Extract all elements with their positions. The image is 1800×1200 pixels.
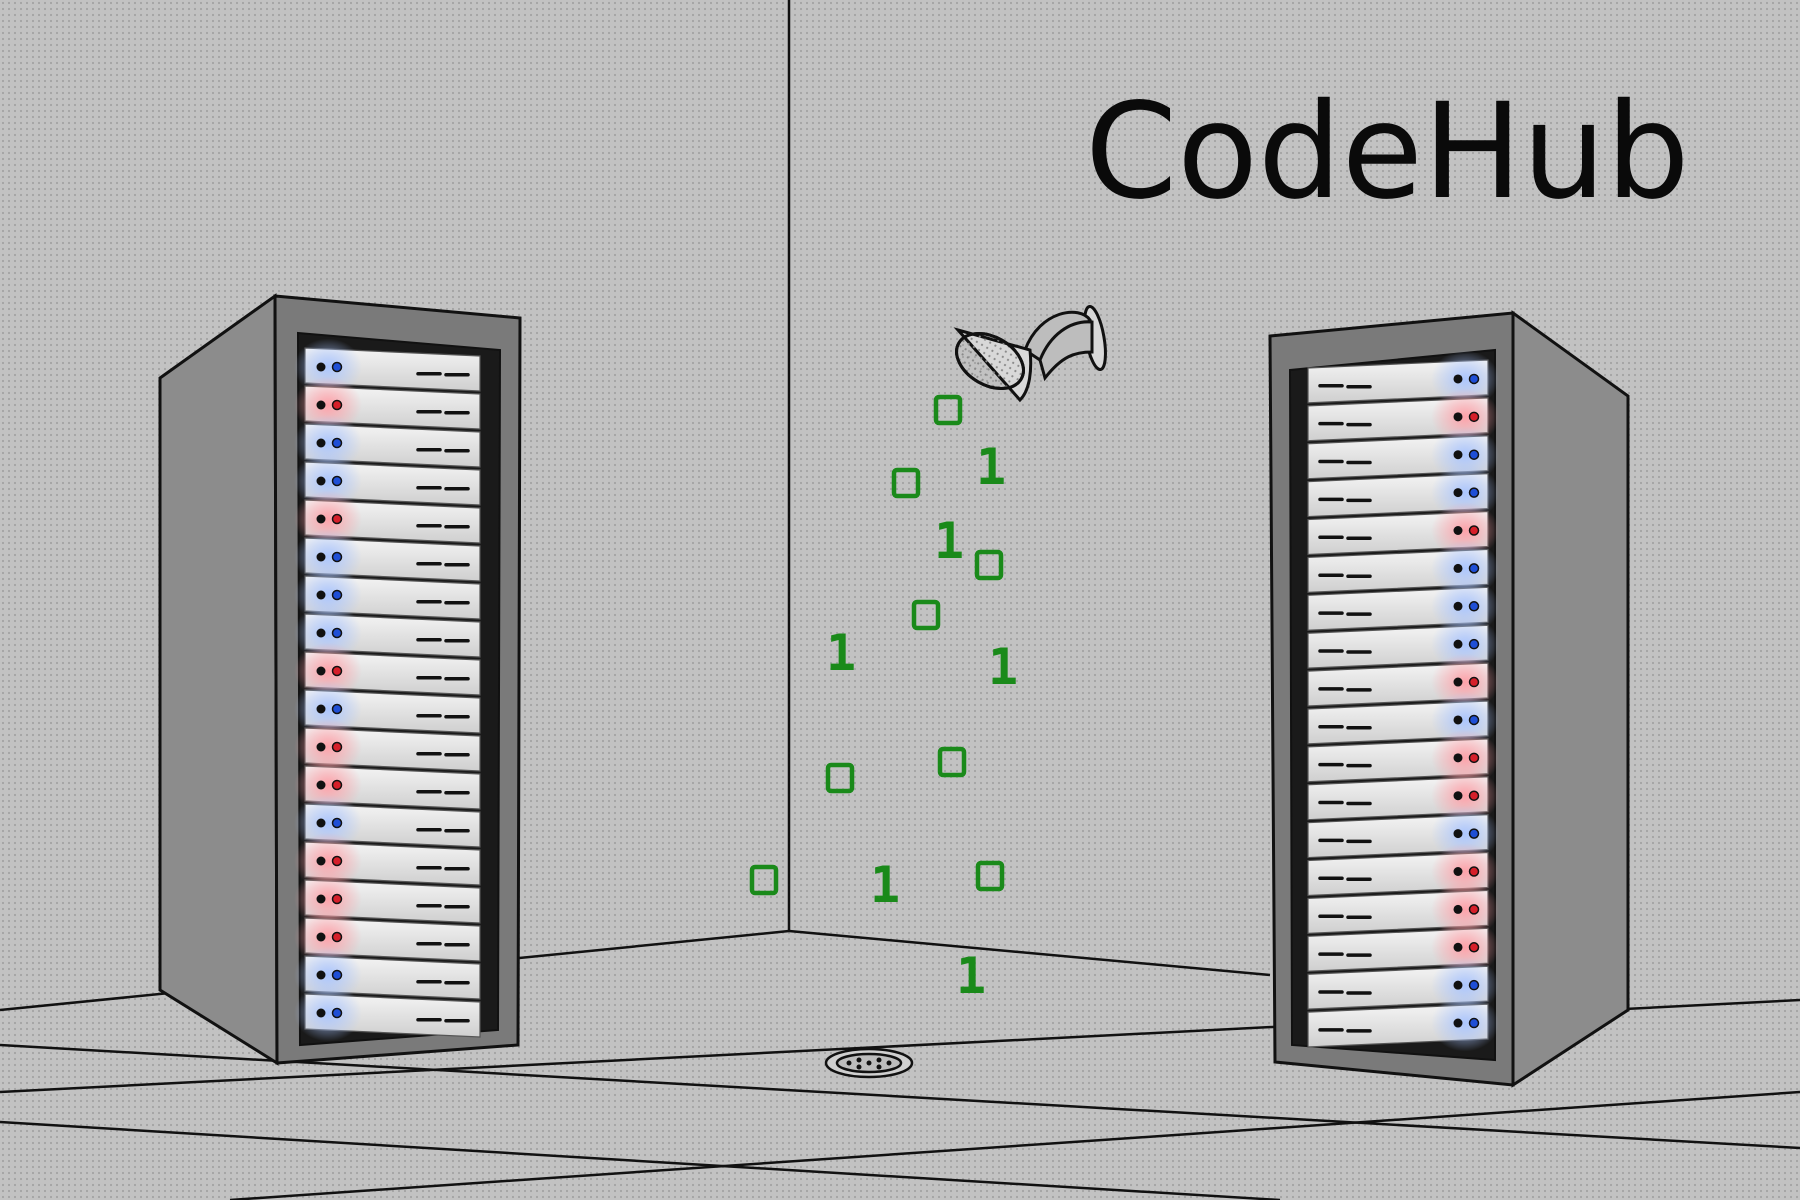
server-unit xyxy=(294,984,481,1042)
binary-one: 1 xyxy=(826,624,856,682)
binary-one: 1 xyxy=(870,856,900,914)
binary-zero xyxy=(911,599,941,631)
server-rack-left xyxy=(158,293,522,1066)
server-unit xyxy=(1307,994,1499,1052)
binary-one: 1 xyxy=(934,512,964,570)
binary-zero xyxy=(825,762,855,794)
binary-zero xyxy=(937,746,967,778)
binary-one: 1 xyxy=(976,438,1006,496)
server-rack-right xyxy=(1268,310,1630,1088)
binary-zero xyxy=(891,467,921,499)
floor-drain-icon xyxy=(824,1047,914,1079)
binary-one: 1 xyxy=(988,638,1018,696)
binary-zero xyxy=(974,549,1004,581)
shower-head-icon xyxy=(953,304,1107,403)
binary-zero xyxy=(933,394,963,426)
server-unit xyxy=(1307,350,1499,408)
binary-zero xyxy=(749,864,779,896)
binary-one: 1 xyxy=(956,947,986,1005)
codehub-title: CodeHub xyxy=(1085,75,1690,229)
binary-zero xyxy=(975,860,1005,892)
